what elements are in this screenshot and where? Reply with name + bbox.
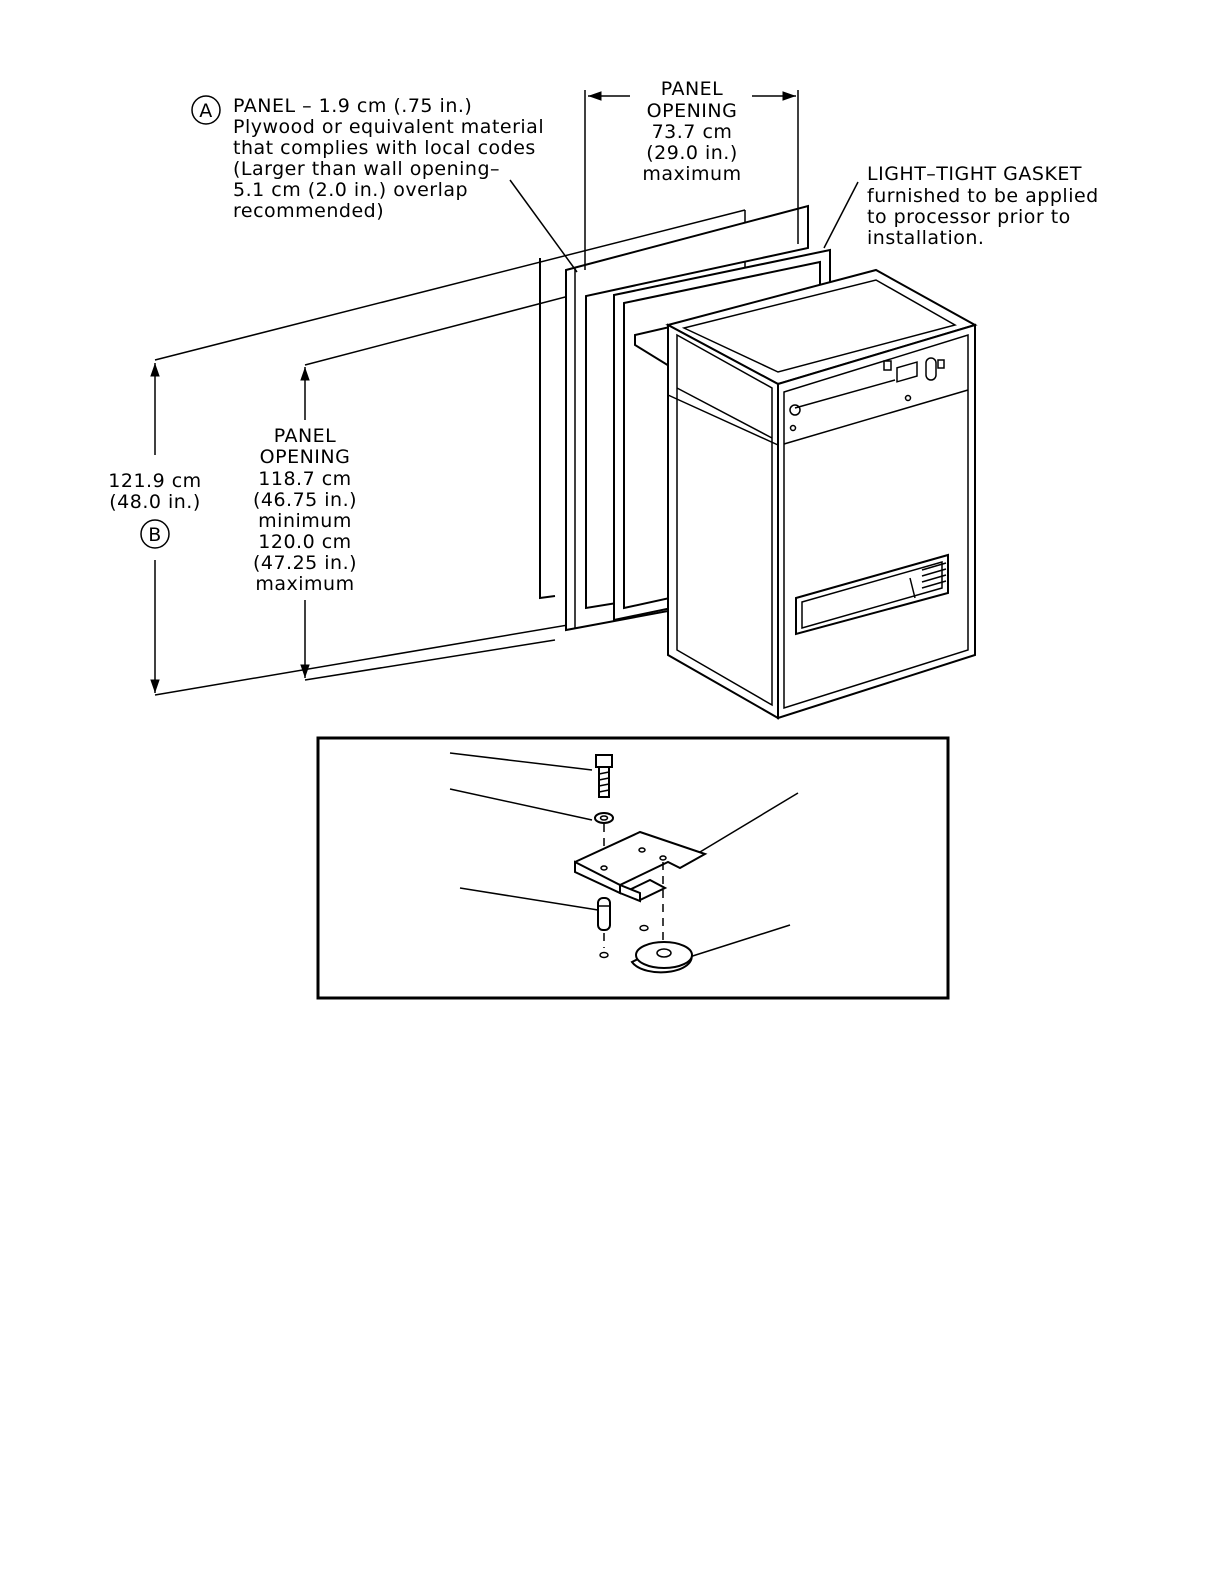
opening-height-line: (46.75 in.) xyxy=(253,489,357,511)
opening-width-line: maximum xyxy=(642,163,741,185)
processor-cabinet xyxy=(665,268,978,720)
marker-a: A xyxy=(199,100,213,122)
overall-height-line: (48.0 in.) xyxy=(109,491,201,513)
dimension-opening-width xyxy=(584,90,799,270)
marker-a-circle xyxy=(191,95,221,125)
panel-callout-line: recommended) xyxy=(233,200,384,222)
gasket-line: LIGHT–TIGHT GASKET xyxy=(867,163,1082,185)
anchor-plug-icon xyxy=(597,897,611,931)
opening-width-line: (29.0 in.) xyxy=(646,142,738,164)
washer-icon xyxy=(594,812,614,824)
gasket-line: installation. xyxy=(867,227,984,249)
opening-height-line: minimum xyxy=(258,510,352,532)
opening-height-line: 118.7 cm xyxy=(258,468,351,490)
hardware-detail xyxy=(316,736,950,1000)
opening-height-line: OPENING xyxy=(260,446,351,468)
opening-width-line: PANEL xyxy=(661,78,724,100)
opening-height-line: (47.25 in.) xyxy=(253,552,357,574)
overall-height-label: 121.9 cm (48.0 in.) B xyxy=(108,470,201,549)
opening-width-line: 73.7 cm xyxy=(652,121,733,143)
gasket-line: furnished to be applied xyxy=(867,185,1099,207)
marker-b-circle xyxy=(140,519,170,549)
foot-pad-icon xyxy=(630,941,693,974)
opening-height-line: maximum xyxy=(255,573,354,595)
panel-callout-line: PANEL – 1.9 cm (.75 in.) xyxy=(233,95,472,117)
bolt-icon xyxy=(595,754,613,798)
marker-b: B xyxy=(148,524,162,546)
opening-width-label: PANEL OPENING 73.7 cm (29.0 in.) maximum xyxy=(642,78,741,185)
panel-callout-line: that complies with local codes xyxy=(233,137,536,159)
overall-height-line: 121.9 cm xyxy=(108,470,201,492)
opening-width-line: OPENING xyxy=(647,100,738,122)
panel-callout-line: Plywood or equivalent material xyxy=(233,116,544,138)
opening-height-line: PANEL xyxy=(274,425,337,447)
panel-callout-line: 5.1 cm (2.0 in.) overlap xyxy=(233,179,468,201)
gasket-line: to processor prior to xyxy=(867,206,1071,228)
leader-gasket xyxy=(823,181,859,249)
hole-icon xyxy=(639,924,649,932)
panel-callout-line: (Larger than wall opening– xyxy=(233,158,500,180)
bracket-icon xyxy=(574,830,708,903)
panel-callout: PANEL – 1.9 cm (.75 in.) Plywood or equi… xyxy=(233,95,544,222)
opening-height-line: 120.0 cm xyxy=(258,531,351,553)
hole-icon xyxy=(599,951,609,959)
opening-height-label: PANEL OPENING 118.7 cm (46.75 in.) minim… xyxy=(253,425,357,595)
gasket-label: LIGHT–TIGHT GASKET furnished to be appli… xyxy=(867,163,1099,249)
leader-panel xyxy=(509,179,578,273)
